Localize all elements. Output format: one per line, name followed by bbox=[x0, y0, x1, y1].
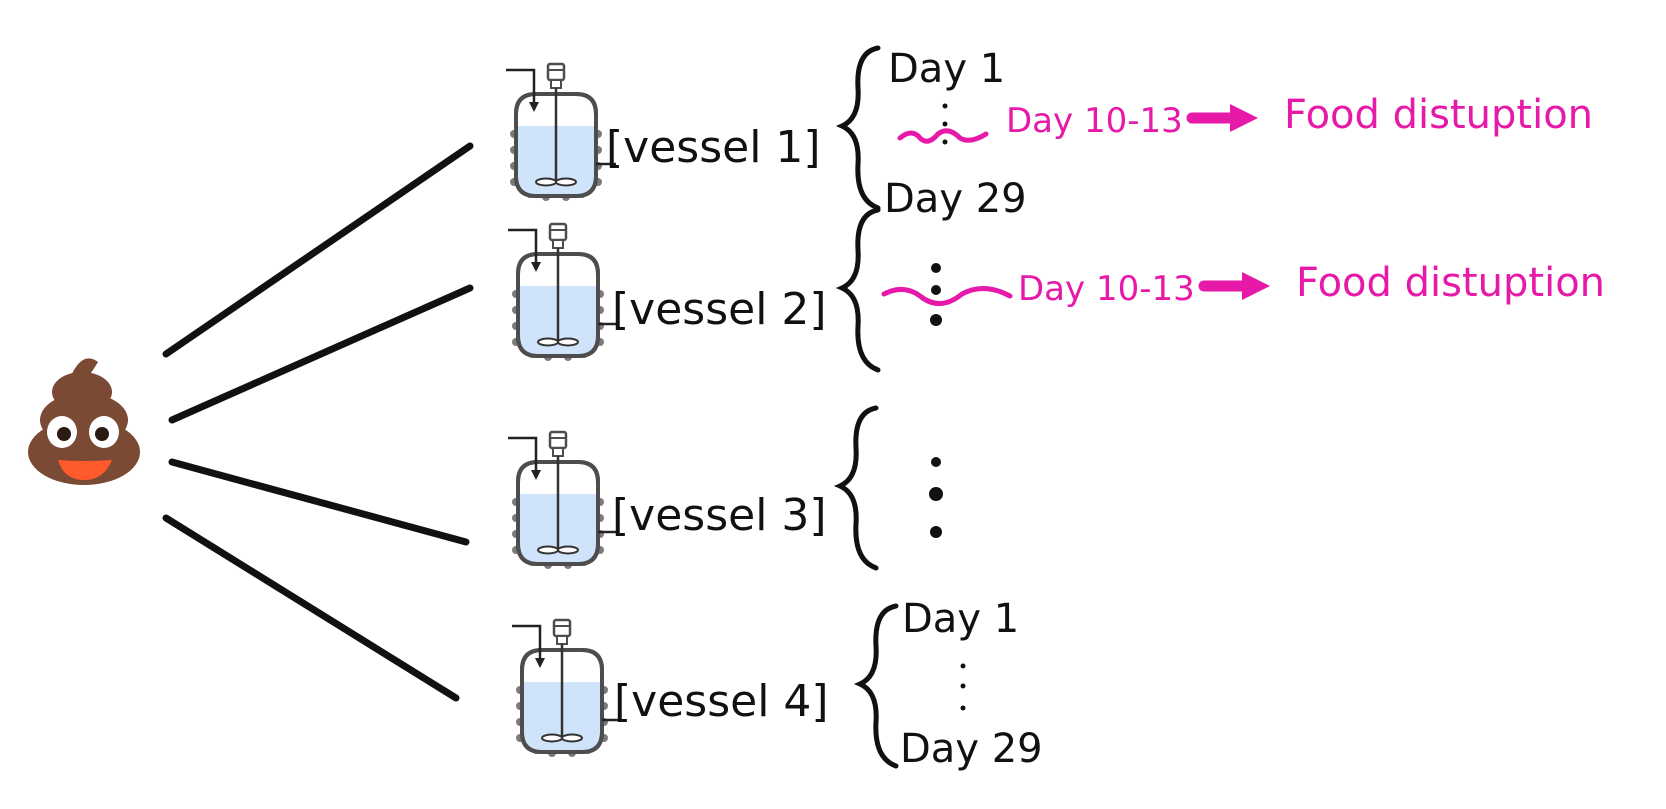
vessel-1-ellipsis bbox=[942, 103, 948, 145]
vessel-1-brace bbox=[842, 48, 878, 208]
vessel-1-day-start: Day 1 bbox=[888, 46, 1005, 92]
vessel-3-label: [vessel 3] bbox=[612, 490, 827, 541]
vessel-1-row: [vessel 1] Day 1 Day 29 Day 10-13 Food d… bbox=[504, 46, 1593, 222]
bioreactor-icon bbox=[504, 62, 618, 203]
vessel-4-label: [vessel 4] bbox=[614, 676, 829, 727]
vessel-1-event-arrow bbox=[1186, 104, 1258, 132]
bioreactor-icon bbox=[506, 430, 620, 571]
connector-line-vessel-2 bbox=[168, 284, 474, 424]
vessel-1-event-text: Food distuption bbox=[1284, 92, 1593, 138]
pile-of-poo-icon bbox=[28, 358, 140, 485]
vessel-2-brace bbox=[842, 210, 878, 370]
vessel-1-label: [vessel 1] bbox=[606, 122, 821, 173]
vessel-1-disruption-mark bbox=[897, 128, 989, 144]
vessel-4-row: [vessel 4] Day 1 Day 29 bbox=[510, 596, 1043, 772]
bioreactor-icon bbox=[506, 222, 620, 363]
vessel-4-day-end: Day 29 bbox=[900, 726, 1043, 772]
connector-line-vessel-4 bbox=[162, 514, 460, 702]
vessel-2-label: [vessel 2] bbox=[612, 284, 827, 335]
vessel-2-event-text: Food distuption bbox=[1296, 260, 1605, 306]
vessel-3-ellipsis bbox=[929, 457, 943, 538]
vessel-1-day-end: Day 29 bbox=[884, 176, 1027, 222]
connector-line-vessel-3 bbox=[168, 458, 470, 546]
vessel-2-event-days: Day 10-13 bbox=[1018, 269, 1195, 309]
vessel-2-row: [vessel 2] Day 10-13 Food distuption bbox=[506, 210, 1605, 370]
vessel-1-event-days: Day 10-13 bbox=[1006, 101, 1183, 141]
vessel-2-ellipsis bbox=[930, 263, 942, 326]
vessel-4-brace bbox=[860, 606, 896, 766]
vessel-2-event-arrow bbox=[1198, 272, 1270, 300]
vessel-3-brace bbox=[840, 408, 876, 568]
vessel-4-day-start: Day 1 bbox=[902, 596, 1019, 642]
vessel-4-ellipsis bbox=[960, 663, 966, 711]
vessel-3-row: [vessel 3] bbox=[506, 408, 943, 571]
vessel-2-disruption-mark bbox=[881, 286, 1013, 306]
bioreactor-icon bbox=[510, 618, 624, 759]
connector-lines bbox=[162, 142, 474, 702]
connector-line-vessel-1 bbox=[162, 142, 474, 358]
